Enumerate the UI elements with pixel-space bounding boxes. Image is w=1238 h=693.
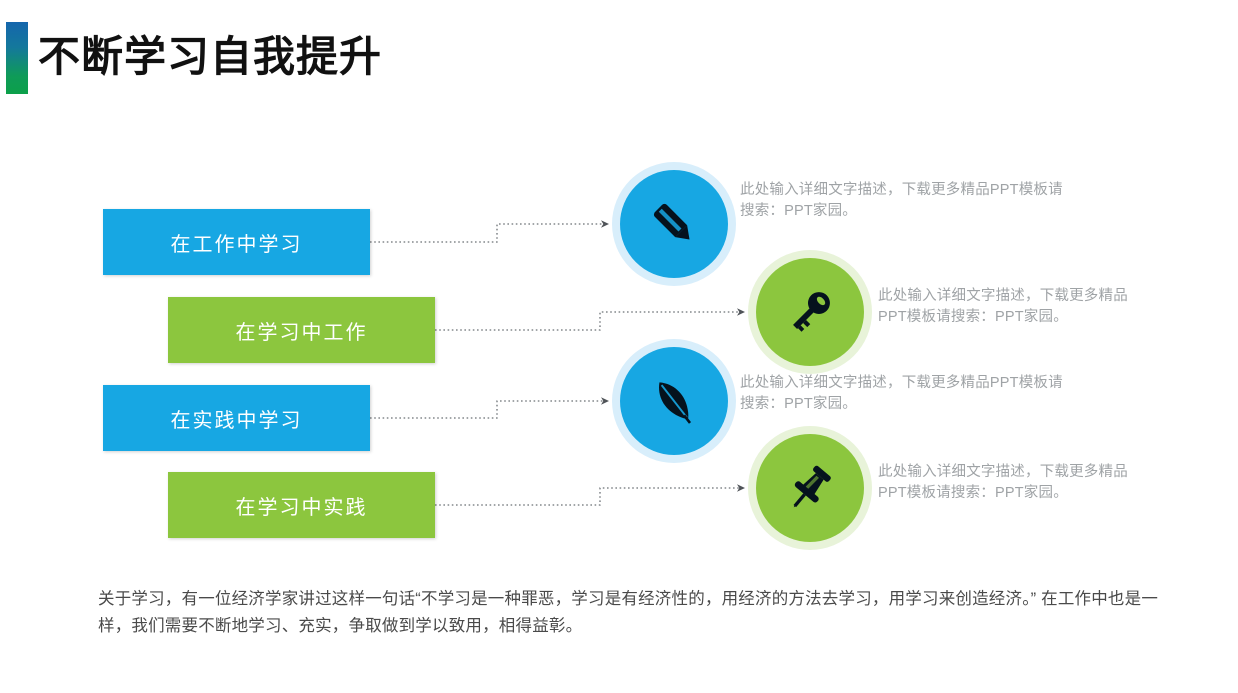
label-box-text: 在实践中学习 bbox=[170, 409, 303, 432]
label-box-learning-work[interactable]: 在学习中工作 bbox=[168, 297, 435, 363]
icon-circle-feather[interactable] bbox=[620, 347, 728, 455]
label-box-learning-practice[interactable]: 在学习中实践 bbox=[168, 472, 435, 538]
label-box-work-learning[interactable]: 在工作中学习 bbox=[103, 209, 370, 275]
page-title: 不断学习自我提升 bbox=[38, 33, 383, 80]
description-text-2: 此处输入详细文字描述，下载更多精品PPT模板请搜索：PPT家园。 bbox=[878, 288, 1128, 325]
icon-circle-key[interactable] bbox=[756, 258, 864, 366]
feather-icon bbox=[646, 373, 702, 429]
footer-paragraph: 关于学习，有一位经济学家讲过这样一句话“不学习是一种罪恶，学习是有经济性的，用经… bbox=[98, 590, 1159, 635]
pencil-icon bbox=[647, 197, 701, 251]
key-icon bbox=[783, 285, 837, 339]
icon-circle-pushpin[interactable] bbox=[756, 434, 864, 542]
label-box-text: 在工作中学习 bbox=[170, 233, 303, 256]
description-text-3: 此处输入详细文字描述，下载更多精品PPT模板请搜索：PPT家园。 bbox=[740, 375, 1063, 412]
title-accent-bar bbox=[6, 22, 28, 94]
icon-circle-pencil[interactable] bbox=[620, 170, 728, 278]
description-text-4: 此处输入详细文字描述，下载更多精品PPT模板请搜索：PPT家园。 bbox=[878, 464, 1128, 501]
pushpin-icon bbox=[783, 461, 837, 515]
label-box-practice-learning[interactable]: 在实践中学习 bbox=[103, 385, 370, 451]
label-box-text: 在学习中实践 bbox=[235, 496, 368, 519]
description-text-1: 此处输入详细文字描述，下载更多精品PPT模板请搜索：PPT家园。 bbox=[740, 182, 1063, 219]
label-box-text: 在学习中工作 bbox=[235, 321, 368, 344]
